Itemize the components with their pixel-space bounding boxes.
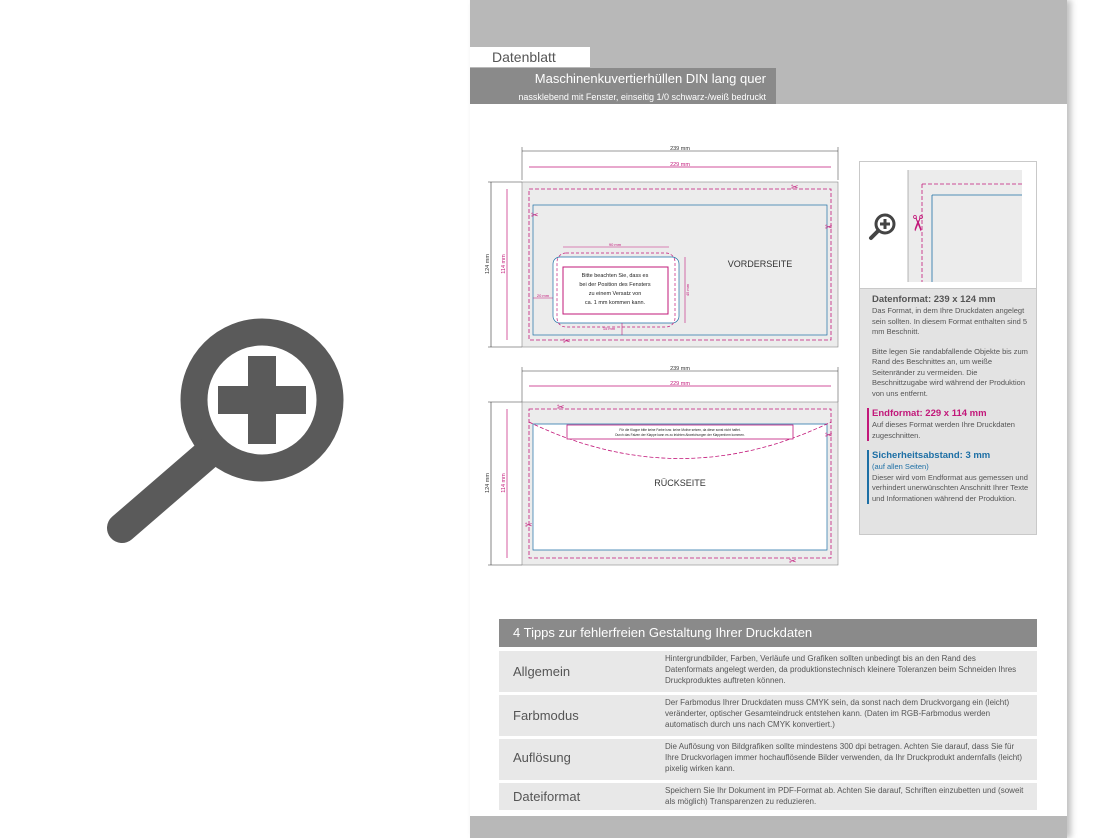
front-width-label: 239 mm: [670, 146, 690, 152]
window-note-4: ca. 1 mm kommen kann.: [585, 300, 646, 306]
sheet-footer-band: [470, 816, 1067, 838]
endformat-block: Endformat: 229 x 114 mm Auf dieses Forma…: [867, 408, 1032, 441]
scissors-icon: ✂: [563, 336, 571, 346]
scissors-icon: ✂: [791, 182, 799, 192]
back-side-label: RÜCKSEITE: [654, 478, 706, 488]
datasheet-title: Datenblatt: [470, 47, 590, 67]
scissors-icon: ✂: [825, 222, 833, 232]
datenformat-text: Das Format, in dem Ihre Druckdaten angel…: [872, 306, 1028, 336]
back-inner-width-label: 229 mm: [670, 381, 690, 387]
safety-text: Dieser wird vom Endformat aus gemessen u…: [872, 472, 1029, 503]
window-left-label: 20 mm: [537, 293, 550, 298]
scissors-icon: ✂: [557, 402, 565, 412]
tip-label: Dateiformat: [513, 789, 581, 804]
product-title: Maschinenkuvertierhüllen DIN lang quer: [470, 68, 776, 90]
scissors-icon: ✂: [531, 210, 539, 220]
tip-text: Speichern Sie Ihr Dokument im PDF-Format…: [665, 786, 1024, 806]
safety-title: Sicherheitsabstand: 3 mm: [872, 450, 991, 461]
tips-row: Farbmodus Der Farbmodus Ihrer Druckdaten…: [499, 695, 1037, 736]
tip-label: Auflösung: [513, 750, 571, 765]
bleed-text: Bitte legen Sie randabfallende Objekte b…: [872, 346, 1028, 398]
zoom-area: [0, 0, 470, 838]
endformat-title: Endformat: 229 x 114 mm: [872, 408, 987, 419]
tips-heading: 4 Tipps zur fehlerfreien Gestaltung Ihre…: [499, 619, 1037, 647]
scissors-icon: ✂: [905, 214, 930, 232]
safety-sub: (auf allen Seiten): [872, 462, 929, 471]
tips-row: Auflösung Die Auflösung von Bildgrafiken…: [499, 739, 1037, 780]
endformat-text: Auf dieses Format werden Ihre Druckdaten…: [872, 420, 1015, 440]
datasheet-page: Datenblatt Maschinenkuvertierhüllen DIN …: [470, 0, 1067, 838]
front-inner-width-label: 229 mm: [670, 162, 690, 168]
window-note-3: zu einem Versatz von: [589, 291, 642, 297]
tips-row: Allgemein Hintergrundbilder, Farben, Ver…: [499, 651, 1037, 692]
envelope-diagram: 239 mm 229 mm 124 mm 114 mm Bitte beacht…: [485, 146, 839, 566]
back-width-label: 239 mm: [670, 366, 690, 372]
front-side-label: VORDERSEITE: [728, 259, 793, 269]
zoom-in-icon: [869, 213, 896, 240]
window-height-label: 45 mm: [685, 283, 690, 296]
window-note-1: Bitte beachten Sie, dass es: [582, 273, 649, 279]
tip-text: Die Auflösung von Bildgrafiken sollte mi…: [665, 742, 1023, 773]
flap-note-2: Durch das Falzen der Klappe kann es zu l…: [615, 433, 745, 437]
safety-block: Sicherheitsabstand: 3 mm (auf allen Seit…: [867, 450, 1032, 504]
scissors-icon: ✂: [789, 556, 797, 566]
corner-zoom-preview: ✂: [860, 162, 1036, 289]
tip-text: Hintergrundbilder, Farben, Verläufe und …: [665, 654, 1017, 685]
scissors-icon: ✂: [825, 430, 833, 440]
window-bottom-label: 15 mm: [603, 326, 616, 331]
scissors-icon: ✂: [525, 520, 533, 530]
zoom-in-icon[interactable]: [100, 300, 360, 560]
front-side-diagram: 239 mm 229 mm 124 mm 114 mm Bitte beacht…: [485, 146, 839, 348]
back-height-label: 124 mm: [485, 473, 491, 493]
back-inner-height-label: 114 mm: [501, 473, 507, 493]
tip-label: Allgemein: [513, 664, 571, 679]
window-width-label: 90 mm: [609, 242, 622, 247]
front-height-label: 124 mm: [485, 254, 491, 274]
flap-note-1: Für die Klappe bitte keine Farbe bzw. ke…: [619, 428, 740, 432]
tips-row: Dateiformat Speichern Sie Ihr Dokument i…: [499, 783, 1037, 810]
front-inner-height-label: 114 mm: [501, 254, 507, 274]
tip-text: Der Farbmodus Ihrer Druckdaten muss CMYK…: [665, 698, 1010, 729]
tip-label: Farbmodus: [513, 708, 579, 723]
datenformat-title: Datenformat: 239 x 124 mm: [872, 294, 996, 305]
product-subline: nassklebend mit Fenster, einseitig 1/0 s…: [470, 90, 776, 104]
back-side-diagram: 239 mm 229 mm 124 mm 114 mm Für die Klap…: [485, 366, 839, 566]
format-info-panel: ✂ Datenformat: 239 x 124 mm Das Format, …: [859, 161, 1037, 535]
window-note-2: bei der Position des Fensters: [579, 282, 650, 288]
